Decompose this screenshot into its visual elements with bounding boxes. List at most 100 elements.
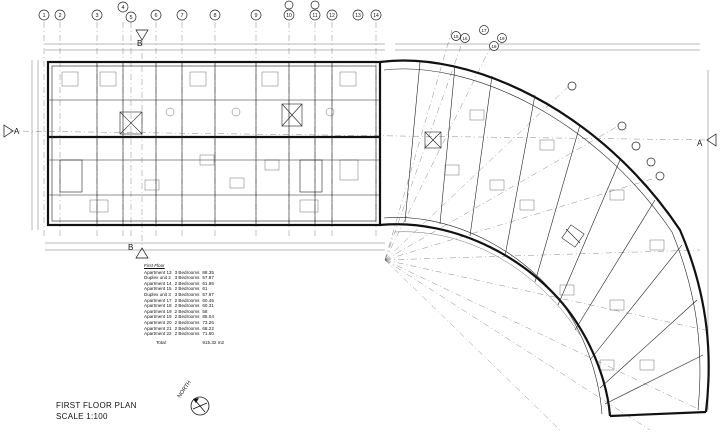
grid-bubble	[655, 171, 665, 181]
unit-name-cell: Apartment 19	[144, 314, 172, 320]
bedrooms-cell: 2 Bedrooms	[174, 331, 200, 337]
section-arrow-right	[706, 133, 717, 147]
title-block: FIRST FLOOR PLAN SCALE 1:100	[56, 400, 137, 422]
total-spacer	[175, 337, 203, 346]
bedrooms-cell: 3 Bedrooms	[174, 275, 200, 281]
section-label-b-top: B	[137, 39, 142, 48]
drawing-scale: SCALE 1:100	[56, 412, 108, 421]
grid-label: 1	[42, 13, 45, 19]
area-cell: 57.97	[202, 275, 214, 281]
grid-label: 16	[462, 36, 468, 41]
grid-bubble	[176, 9, 188, 21]
grid-label: 9	[254, 13, 257, 19]
grid-bubble	[352, 9, 364, 21]
area-cell: 71.60	[202, 331, 214, 337]
area-cell: 58	[202, 308, 208, 314]
grid-label: 10	[286, 13, 292, 19]
grid-label: 6	[154, 13, 157, 19]
grid-label: 15	[453, 34, 459, 39]
grid-bubble	[91, 9, 103, 21]
area-cell: 73.26	[202, 319, 214, 325]
drawing-title: FIRST FLOOR PLAN	[56, 401, 137, 410]
north-arrow: NORTH	[177, 380, 210, 416]
grid-bubble	[38, 9, 50, 21]
grid-bubble	[451, 31, 461, 41]
area-cell: 68.22	[202, 325, 214, 331]
unit-name-cell: Apartment 22	[144, 331, 172, 337]
area-cell: 85.04	[202, 314, 214, 320]
north-arrow-icon	[192, 399, 208, 413]
grid-label: 2	[58, 13, 61, 19]
grid-label: 18	[491, 44, 497, 49]
grid-label: 4	[121, 5, 124, 11]
unit-name-cell: Apartment 14	[144, 280, 172, 286]
unit-name-cell: Apartment 18	[144, 303, 172, 309]
grid-bubble	[309, 9, 321, 21]
grid-bubbles-top: 1 2 3 4 5 6 7 8 9 10 11 12 13 14	[38, 0, 382, 23]
grid-bubble	[631, 141, 641, 151]
area-cell: 61.95	[202, 280, 214, 286]
grid-bubble	[284, 0, 294, 10]
bedrooms-cell: 3 Bedrooms	[174, 291, 200, 297]
grid-bubble	[497, 33, 507, 43]
unit-name-cell: Apartment 13	[144, 269, 172, 275]
area-cell: 60.45	[202, 297, 214, 303]
grid-bubble	[54, 9, 66, 21]
bedrooms-cell: 2 Bedrooms	[174, 319, 200, 325]
unit-name-cell: Apartment 17	[144, 297, 172, 303]
area-cell: 88.35	[202, 269, 214, 275]
grid-bubble	[479, 25, 489, 35]
grid-bubble	[125, 11, 137, 23]
unit-name-cell: Apartment 19	[144, 308, 172, 314]
grid-bubble	[617, 121, 627, 131]
bedrooms-cell: 2 Bedrooms	[174, 280, 200, 286]
grid-bubble	[460, 33, 470, 43]
grid-bubble	[567, 81, 577, 91]
unit-name-cell: Apartment 15	[144, 286, 172, 292]
curved-wing	[379, 59, 710, 418]
grid-bubble	[310, 0, 320, 10]
grid-bubble	[646, 157, 656, 167]
grid-bubble	[250, 9, 262, 21]
bedrooms-cell: 2 Bedrooms	[174, 286, 200, 292]
grid-label: 19	[499, 36, 505, 41]
area-cell: 60.31	[202, 303, 214, 309]
grid-bubble	[283, 9, 295, 21]
section-arrow-b-top	[135, 29, 149, 41]
grid-label: 17	[481, 28, 487, 33]
bedrooms-cell: 2 Bedrooms	[174, 297, 200, 303]
grid-bubble	[326, 9, 338, 21]
schedule-heading: First Floor	[144, 263, 165, 268]
north-label: NORTH	[177, 380, 193, 399]
bedrooms-cell: 2 Bedrooms	[174, 303, 200, 309]
section-arrow-b-bottom	[135, 247, 149, 259]
grid-bubble	[150, 9, 162, 21]
grid-label: 7	[180, 13, 183, 19]
grid-label: 12	[329, 13, 335, 19]
section-label-a-left: A	[14, 127, 20, 136]
grid-bubble	[209, 9, 221, 21]
bedrooms-cell: 2 Bedrooms	[174, 314, 200, 320]
grid-bubble	[489, 41, 499, 51]
grid-label: 11	[312, 13, 317, 19]
section-label-a-right: A	[697, 139, 703, 148]
unit-name-cell: Apartment 20	[144, 319, 172, 325]
unit-name-cell: Duplex unit 3	[144, 291, 171, 297]
section-arrow-left	[3, 124, 14, 138]
section-label-b-bottom: B	[128, 243, 133, 252]
area-cell: 61	[202, 286, 208, 292]
